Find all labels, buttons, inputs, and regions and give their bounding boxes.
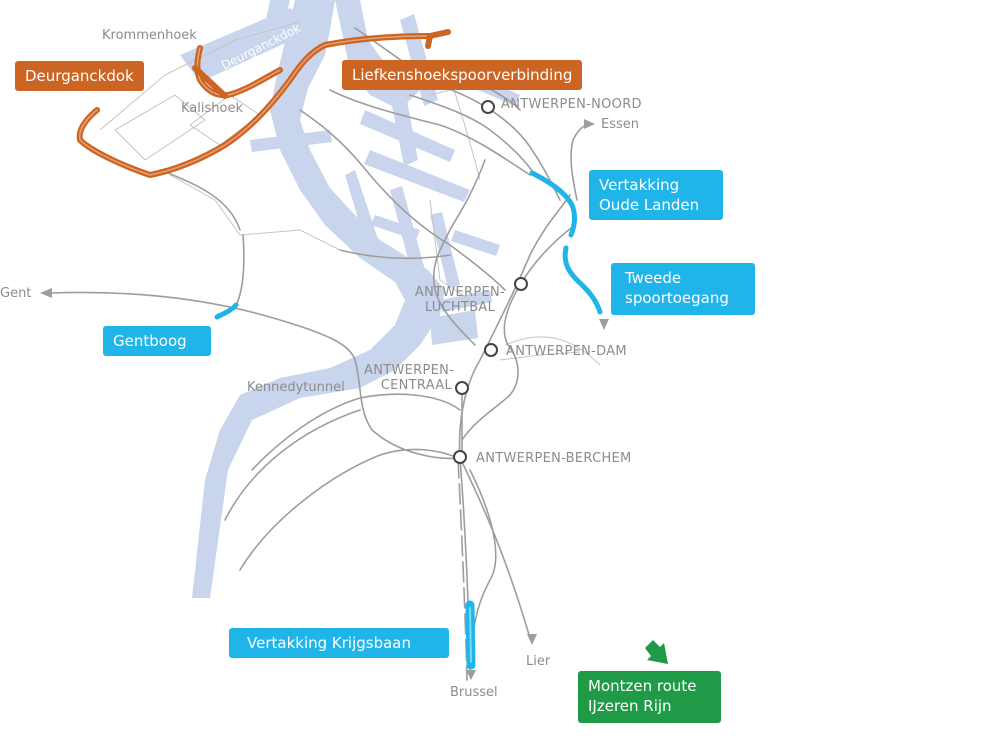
vertakking-oude-landen-line — [529, 170, 577, 238]
blue-projects — [214, 170, 603, 670]
line-lier — [461, 461, 531, 639]
dock-outline — [114, 94, 206, 161]
arrow-tweede-icon — [599, 319, 609, 330]
dock-strip-4 — [364, 150, 470, 202]
line-kennedy-2 — [224, 409, 361, 521]
dock-strip-5 — [345, 170, 385, 265]
line-essen — [570, 123, 591, 201]
place-kalishoek: Kalishoek — [181, 101, 243, 116]
place-essen: Essen — [601, 117, 639, 132]
line-main-ns-2 — [461, 224, 576, 441]
stations — [453, 100, 528, 464]
line-south-loop — [239, 448, 459, 571]
label-montzen-route: Montzen route IJzeren Rijn — [578, 671, 721, 723]
line-port-5 — [432, 159, 486, 346]
label-tweede-spoortoegang: Tweede spoortoegang — [611, 263, 755, 315]
arrow-lier-icon — [527, 634, 537, 645]
line-kennedy — [251, 393, 461, 471]
station-centraal-label: ANTWERPEN- CENTRAAL — [364, 363, 455, 393]
line-port-4 — [419, 79, 561, 201]
line-left-bank — [159, 169, 241, 231]
dock-strip-12 — [250, 130, 332, 152]
vertakking-krijgsbaan-inner — [469, 607, 472, 663]
dock-strip-3 — [360, 110, 455, 162]
place-lier: Lier — [526, 654, 551, 669]
label-vertakking-oude-landen: Vertakking Oude Landen — [589, 170, 723, 220]
station-centraal-marker — [455, 381, 469, 395]
line-port-3 — [409, 94, 536, 176]
place-kennedytunnel: Kennedytunnel — [247, 380, 345, 395]
label-vertakking-krijgsbaan: Vertakking Krijgsbaan — [229, 628, 449, 658]
dock-strip-9 — [440, 290, 492, 312]
river-schelde — [192, 0, 445, 598]
harbor-road-2 — [429, 199, 471, 301]
dock-strip-13 — [262, 0, 290, 40]
deurganckdok-route-inner — [196, 47, 281, 96]
station-dam-marker — [484, 343, 498, 357]
line-gentboog — [219, 234, 245, 317]
east-road-2 — [499, 351, 581, 361]
station-luchtbal-label: ANTWERPEN- LUCHTBAL — [414, 285, 506, 315]
station-berchem-label: ANTWERPEN-BERCHEM — [476, 451, 632, 466]
arrow-essen-icon — [584, 119, 595, 129]
label-liefkenshoekspoorverbinding: Liefkenshoekspoorverbinding — [342, 60, 583, 90]
dock-strip-7 — [430, 212, 460, 288]
dock-strip-8 — [451, 230, 500, 256]
place-gent: Gent — [0, 286, 32, 301]
line-brussel-2 — [457, 457, 468, 681]
line-gent — [51, 291, 461, 460]
line-lier-2 — [469, 469, 497, 641]
orange-projects — [76, 29, 451, 178]
arrow-gent-icon — [40, 288, 52, 298]
place-krommenhoek: Krommenhoek — [102, 28, 197, 43]
direction-arrows — [40, 119, 609, 680]
deurganckdok-spur — [192, 65, 228, 99]
label-gentboog: Gentboog — [103, 326, 211, 356]
station-noord-label: ANTWERPEN-NOORD — [501, 97, 642, 112]
line-port-8 — [339, 249, 451, 260]
station-berchem-marker — [453, 450, 467, 464]
station-dam-label: ANTWERPEN-DAM — [506, 344, 627, 359]
liefkenshoek-route-inner — [78, 35, 431, 176]
gentboog-line — [214, 302, 239, 320]
label-deurganckdok: Deurganckdok — [15, 61, 144, 91]
liefkenshoek-east-end — [425, 29, 451, 49]
dock-strip-11 — [371, 215, 420, 240]
left-bank-outline — [169, 174, 341, 251]
dock-area-north — [335, 0, 420, 110]
arrow-brussel-icon — [466, 670, 476, 680]
montzen-arrow-icon — [645, 640, 668, 664]
station-luchtbal-marker — [514, 277, 528, 291]
place-brussel: Brussel — [450, 685, 498, 700]
line-port-2 — [329, 89, 531, 176]
line-port-1 — [299, 109, 506, 291]
east-road — [504, 336, 601, 366]
station-noord-marker — [481, 100, 495, 114]
tweede-spoortoegang-line — [562, 245, 603, 315]
